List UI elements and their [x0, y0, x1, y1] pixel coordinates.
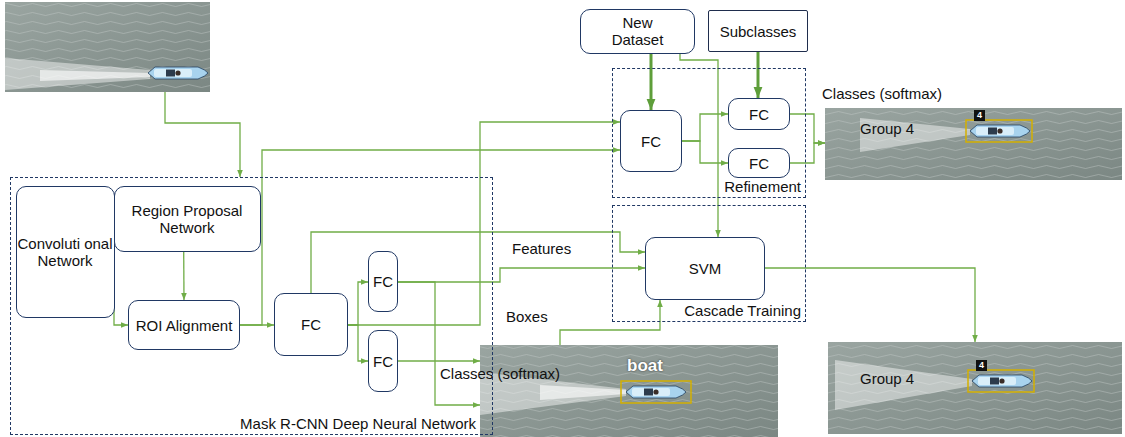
connector-label: Classes (softmax): [822, 85, 942, 102]
connector-arrow: [680, 54, 718, 238]
connector-arrow: [348, 325, 368, 361]
box-label: ROI Alignment: [136, 317, 233, 334]
connector-label: Boxes: [506, 308, 548, 325]
box-label: New Dataset: [603, 14, 673, 48]
process-box: SVM: [645, 237, 765, 300]
connector-arrow: [790, 143, 825, 163]
boat-figure: [626, 386, 686, 398]
boat-figure: [148, 67, 208, 79]
water: [5, 2, 210, 92]
cascade-photo: [828, 342, 1122, 434]
process-box: Region Proposal Network: [114, 186, 261, 252]
connector-arrow: [560, 300, 660, 345]
process-box: FC: [728, 148, 790, 178]
image-panel: Group 4 4: [825, 108, 1122, 180]
class-tag: [976, 360, 987, 371]
water: [480, 345, 778, 437]
box-label: Subclasses: [720, 23, 797, 40]
connector-arrow: [398, 360, 480, 361]
box-label: FC: [301, 316, 321, 333]
wake: [540, 385, 626, 400]
connector-label: Features: [512, 240, 571, 257]
process-box: FC: [728, 98, 790, 130]
region-label: Mask R-CNN Deep Neural Network: [240, 415, 476, 432]
image-panel: boat: [480, 345, 778, 437]
boat-figure: [970, 125, 1030, 137]
region-frame: Cascade Training SVM: [612, 205, 806, 322]
ripples: [825, 108, 1122, 180]
bounding-box: [968, 370, 1034, 392]
process-box: FC: [368, 330, 398, 392]
water: [828, 342, 1122, 434]
bounding-box: [621, 381, 691, 403]
region-frame: Mask R-CNN Deep Neural Network Convoluti …: [10, 177, 493, 435]
process-box: ROI Alignment: [128, 300, 240, 350]
detection-photo: [480, 345, 778, 437]
wake: [5, 58, 150, 90]
image-panel: Group 4 4: [828, 342, 1122, 434]
connector-arrow: [650, 54, 653, 111]
process-box: Convoluti onal Network: [16, 186, 115, 318]
connector-arrow: [682, 141, 728, 163]
connector-label: Classes (softmax): [440, 365, 560, 382]
connector-arrow: [790, 114, 825, 143]
boat-figure: [972, 375, 1032, 387]
process-box: New Dataset: [580, 9, 695, 54]
box-label: FC: [373, 353, 393, 370]
connector-arrow: [311, 232, 645, 293]
ripples: [5, 2, 210, 92]
wake: [40, 70, 150, 81]
box-label: Convoluti onal Network: [17, 235, 114, 269]
wake: [835, 360, 972, 410]
ripples: [480, 345, 778, 437]
process-box: FC: [368, 251, 398, 312]
water: [825, 108, 1122, 180]
region-label: Cascade Training: [684, 302, 801, 319]
box-label: FC: [749, 155, 769, 172]
box-label: FC: [373, 273, 393, 290]
bounding-box: [966, 120, 1032, 142]
image-label: Group 4: [860, 370, 914, 387]
connector-arrow: [348, 282, 368, 325]
process-box: FC: [274, 293, 348, 356]
connector-arrow: [398, 282, 480, 405]
ripples: [828, 342, 1122, 434]
input-box: Subclasses: [708, 10, 808, 52]
connector-arrow: [398, 268, 645, 282]
box-label: FC: [749, 106, 769, 123]
box-label: FC: [641, 133, 661, 150]
region-label: Refinement: [724, 178, 801, 195]
connector-arrow: [682, 114, 728, 141]
image-label: Group 4: [860, 120, 914, 137]
connector-arrow: [348, 122, 620, 325]
box-label: SVM: [689, 260, 722, 277]
process-box: FC: [620, 110, 682, 172]
connector-arrow: [114, 262, 128, 325]
connector-arrow: [757, 52, 760, 98]
refined-photo: [825, 108, 1122, 180]
connector-arrow: [183, 252, 185, 300]
image-label: 4: [974, 110, 985, 121]
input-leader: [165, 92, 240, 177]
wake: [860, 118, 970, 152]
box-label: Region Proposal Network: [115, 202, 260, 236]
image-label: 4: [976, 360, 987, 371]
image-label: boat: [627, 356, 663, 375]
region-frame: Refinement FC FC FC: [612, 68, 806, 198]
class-tag: [974, 110, 985, 121]
input-photo: [5, 2, 210, 92]
